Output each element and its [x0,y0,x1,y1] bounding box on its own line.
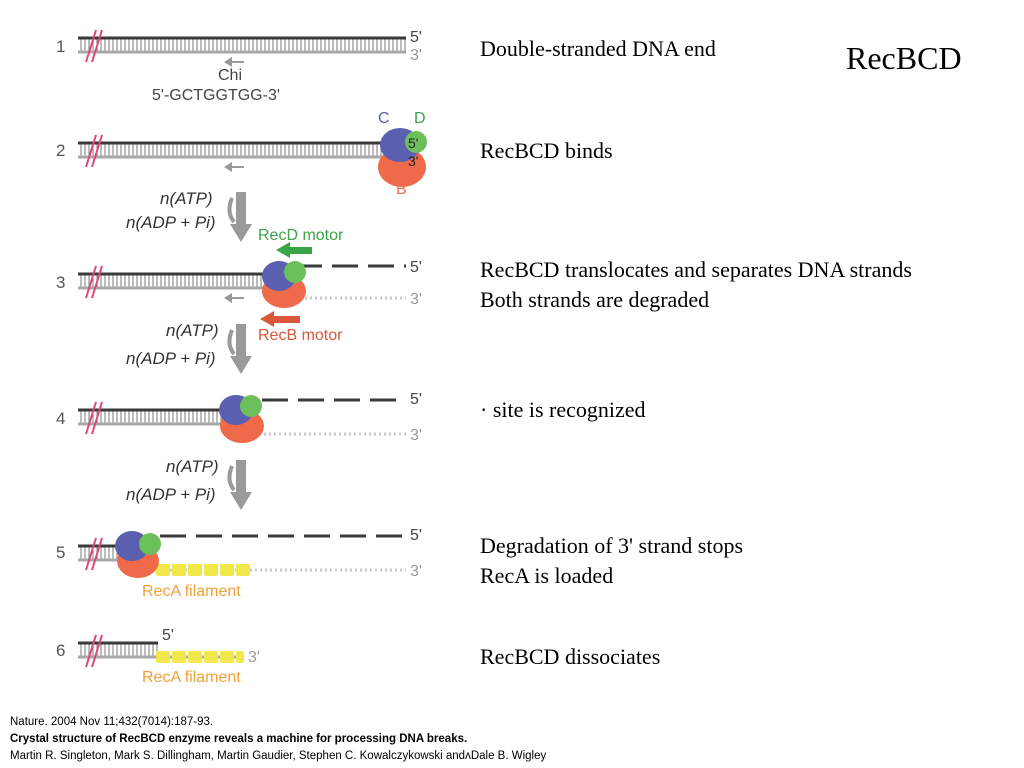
description-line: RecBCD binds [480,138,613,163]
description-line: RecBCD dissociates [480,644,661,669]
five-prime-label: 5' [410,391,422,408]
step-number: 3 [56,273,65,292]
base-pair-rungs [78,274,268,288]
chi-arrow-icon [224,57,244,67]
five-prime-label: 5' [410,259,422,276]
citation-title: Crystal structure of RecBCD enzyme revea… [10,733,468,745]
five-prime-label: 5' [410,29,422,46]
step-number: 5 [56,543,65,562]
recbcd-complex [262,261,306,308]
chi-label: Chi [218,67,242,84]
five-prime-label: 5' [162,627,174,644]
description-line: · site is recognized [480,397,646,422]
break-marks [85,134,103,168]
base-pair-rungs [78,143,398,157]
subunit-c-label: C [378,110,390,127]
reca-filament [156,564,250,576]
chi-arrow-icon [224,162,244,172]
adp-label: n(ADP + Pi) [126,213,216,232]
break-marks [85,265,103,299]
step-5-description: Degradation of 3' strand stops RecA is l… [480,531,743,591]
recd-subunit [240,395,262,417]
step-4-chi-recognized: 4 5' 3' [56,391,422,444]
recbcd-complex [219,395,264,443]
break-marks [85,29,103,63]
three-prime-label: 3' [410,291,422,308]
step-2-description: RecBCD binds [480,136,613,166]
step-3-description: RecBCD translocates and separates DNA st… [480,255,912,315]
adp-label: n(ADP + Pi) [126,349,216,368]
description-line: Degradation of 3' strand stops [480,533,744,558]
subunit-d-label: D [414,110,426,127]
three-prime-label: 3' [410,563,422,580]
recb-motor-label: RecB motor [258,327,343,344]
step-number: 4 [56,409,65,428]
base-pair-rungs [78,38,406,52]
reca-filament-label: RecA filament [142,669,241,686]
step-number: 1 [56,37,65,56]
citation: Nature. 2004 Nov 11;432(7014):187-93. Cr… [10,714,546,765]
atp-label: n(ATP) [166,457,219,476]
step-6-description: RecBCD dissociates [480,642,660,672]
left-arrow-icon [260,311,300,327]
step-number: 2 [56,141,65,160]
chi-arrow-icon [224,293,244,303]
down-arrow-icon [227,324,252,374]
recd-subunit [139,533,161,555]
three-prime-label: 3' [248,649,260,666]
chi-sequence: 5'-GCTGGTGG-3' [152,87,280,104]
citation-authors: Martin R. Singleton, Mark S. Dillingham,… [10,750,547,762]
atp-transition-2: RecB motor n(ATP) n(ADP + Pi) [126,311,343,374]
step-6-recbcd-dissociates: 6 5' 3' RecA filament [56,627,260,686]
slide-title: RecBCD [846,40,962,76]
description-line: RecBCD translocates and separates DNA st… [480,257,912,282]
recd-motor-label: RecD motor [258,227,344,244]
step-1-dsdna-end: 1 5' 3' Chi 5'-GCTGGTGG-3' [56,29,422,104]
step-5-reca-loading: 5 5' 3' RecA filament [56,527,422,600]
five-prime-label: 5' [410,527,422,544]
break-marks [85,634,103,668]
citation-journal: Nature. 2004 Nov 11;432(7014):187-93. [10,716,214,728]
atp-transition-3: n(ATP) n(ADP + Pi) [126,457,252,510]
step-3-translocation: 3 5' 3' [56,259,422,308]
adp-label: n(ADP + Pi) [126,485,216,504]
step-number: 6 [56,641,65,660]
atp-label: n(ATP) [166,321,219,340]
break-marks [85,401,103,435]
description-line: RecA is loaded [480,563,614,588]
three-prime-label: 3' [410,47,422,64]
down-arrow-icon [227,192,252,242]
description-line: Both strands are degraded [480,287,710,312]
atp-transition-1: n(ATP) n(ADP + Pi) RecD motor [126,189,344,258]
subunit-b-label: B [396,181,407,198]
recd-subunit [284,261,306,283]
recd-subunit [405,131,427,153]
step-4-description: · site is recognized [480,395,646,425]
recbcd-complex [115,531,161,578]
step-2-recbcd-binds: 2 C D 5' 3' B [56,110,427,198]
five-prime-label: 5' [408,135,418,151]
recbcd-complex [378,128,427,187]
reca-filament [156,651,244,663]
atp-label: n(ATP) [160,189,213,208]
description-line: Double-stranded DNA end [480,36,716,61]
three-prime-label: 3' [410,427,422,444]
base-pair-rungs [78,410,226,424]
step-1-description: Double-stranded DNA end [480,34,716,64]
break-marks [85,537,103,571]
down-arrow-icon [227,460,252,510]
reca-filament-label: RecA filament [142,583,241,600]
left-arrow-icon [276,242,312,258]
three-prime-label: 3' [408,153,418,169]
